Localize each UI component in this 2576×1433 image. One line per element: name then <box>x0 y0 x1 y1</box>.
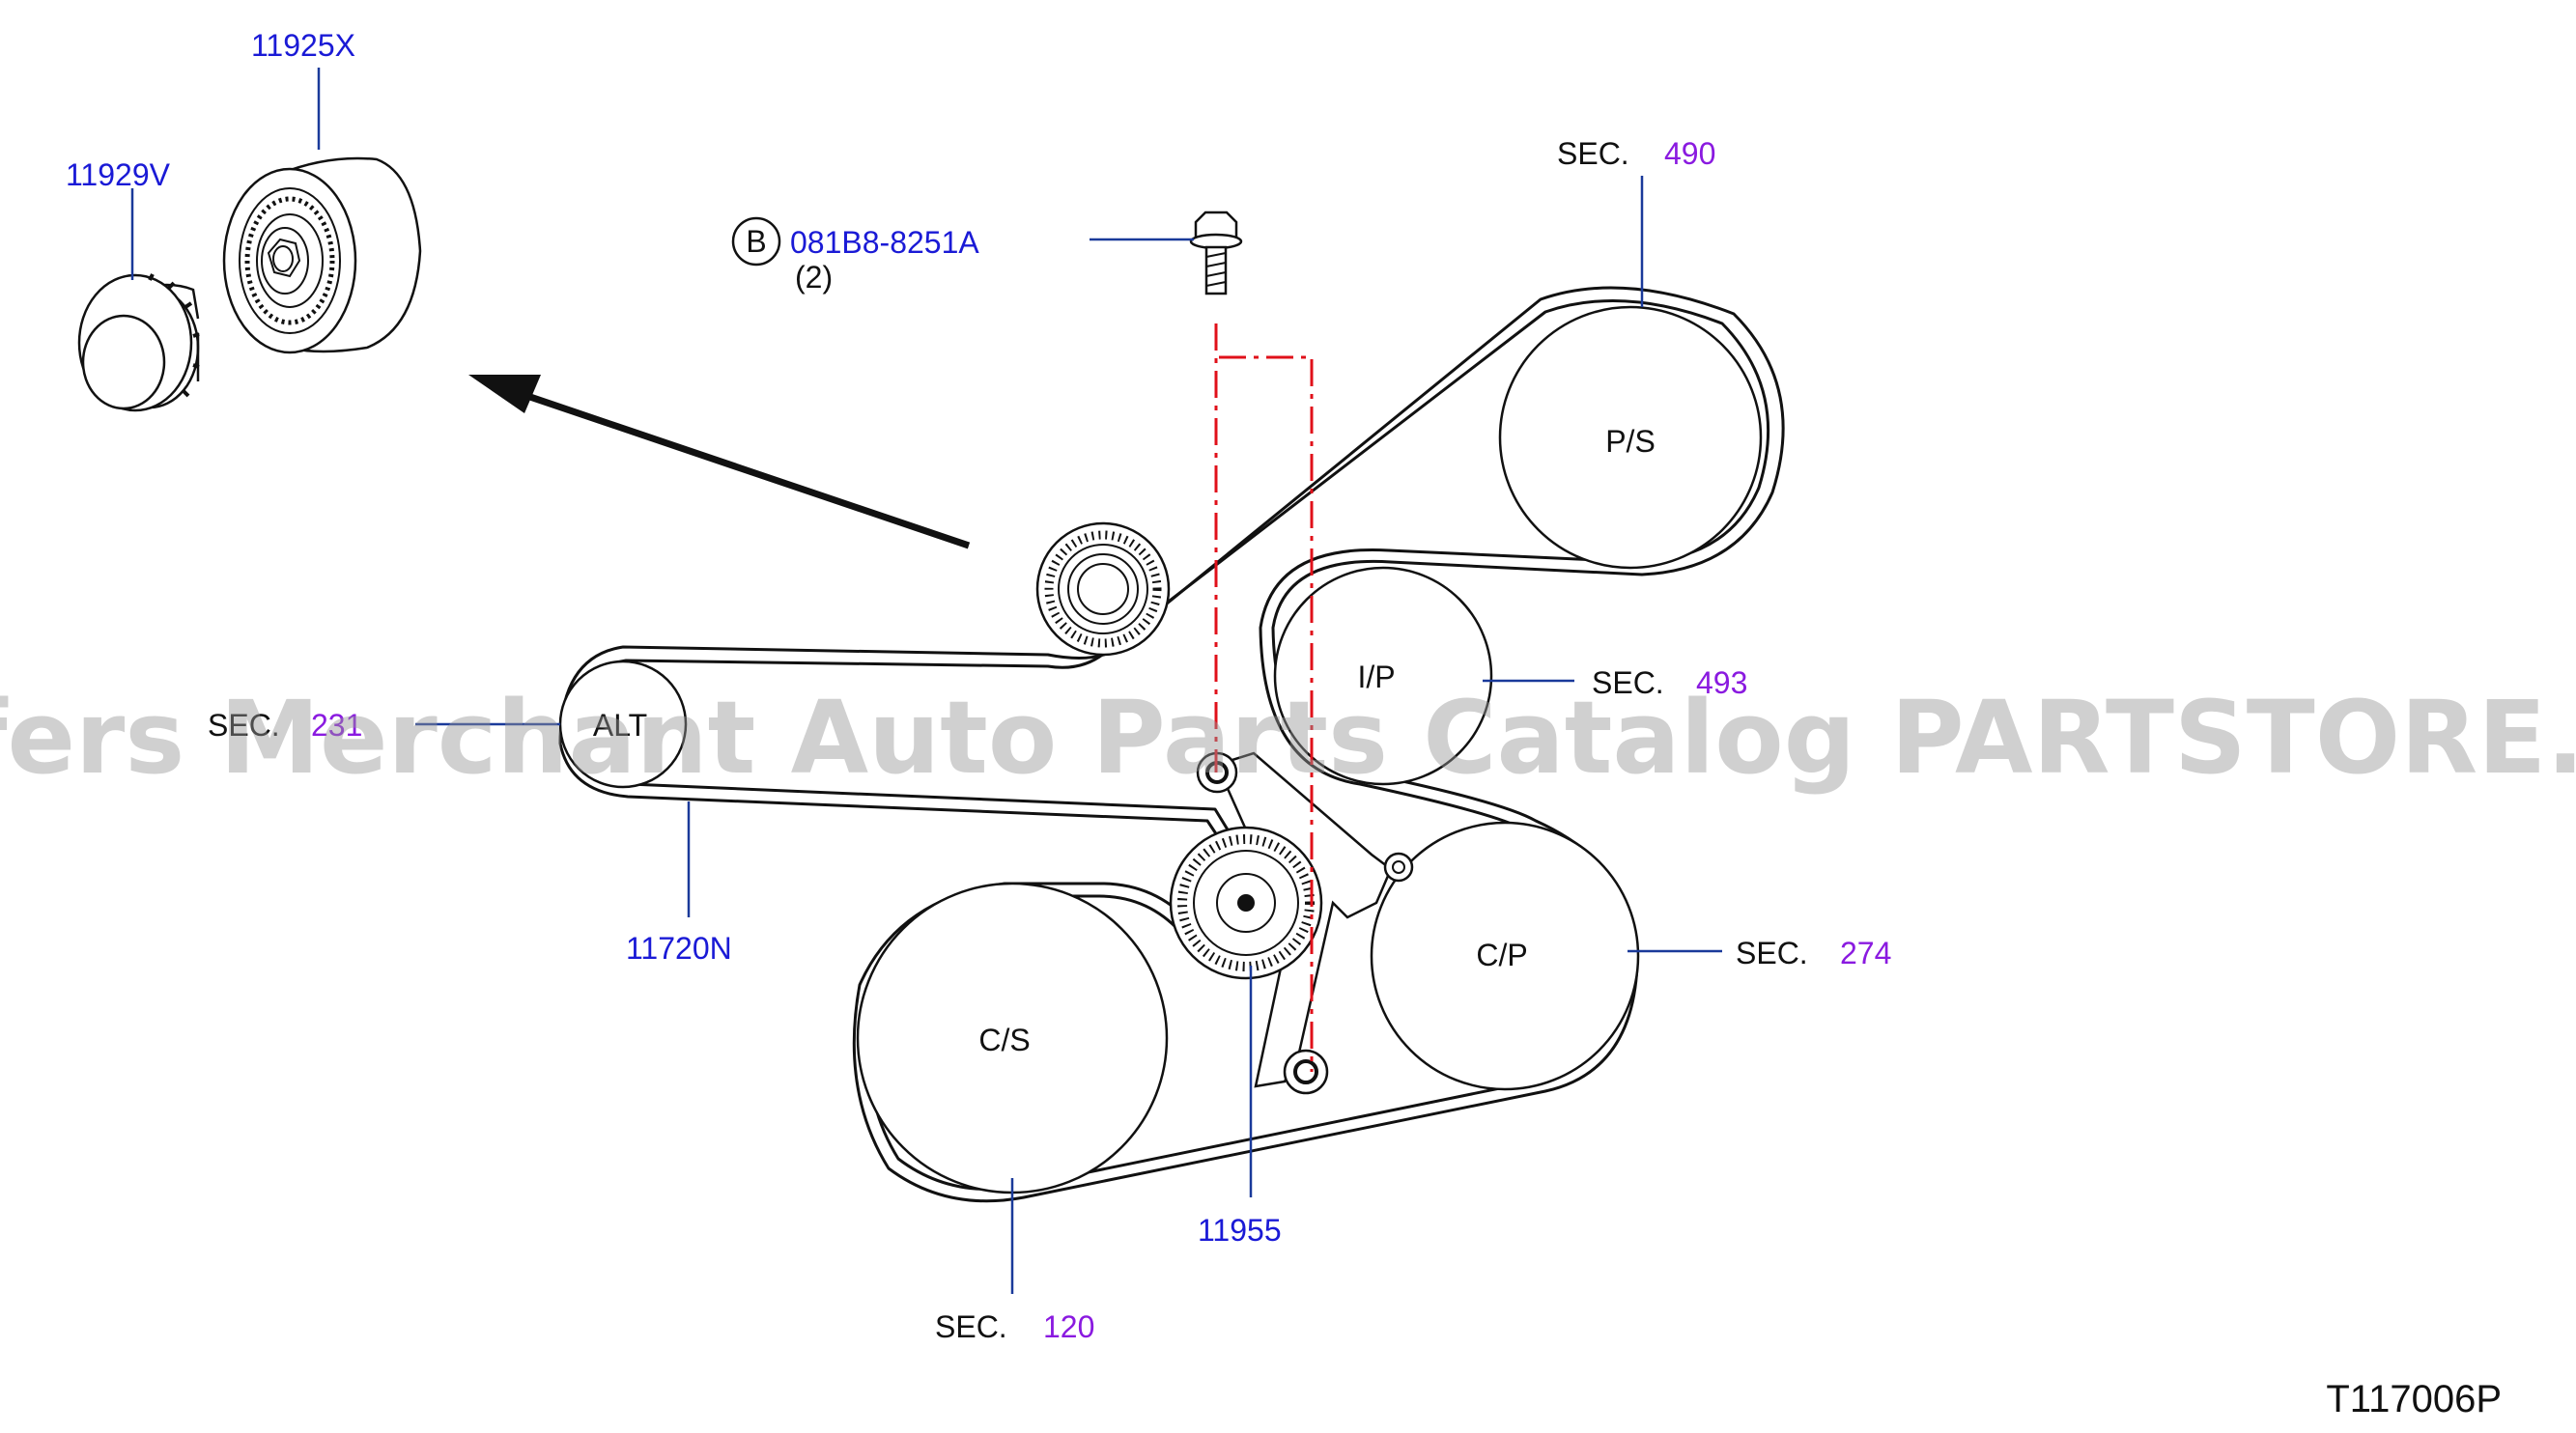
part-number-tensioner[interactable]: 11955 <box>1198 1213 1282 1248</box>
sec-number-cs[interactable]: 120 <box>1043 1309 1094 1344</box>
pulley-label-cp: C/P <box>1476 938 1527 972</box>
part-number-idler-pulley[interactable]: 11925X <box>251 28 355 63</box>
sec-number-ip[interactable]: 493 <box>1696 665 1747 700</box>
pulley-label-ps: P/S <box>1605 424 1656 459</box>
bolt-quantity: (2) <box>795 260 833 295</box>
part-number-belt[interactable]: 11720N <box>626 931 732 966</box>
explode-arrow <box>468 375 971 549</box>
part-number-bolt[interactable]: 081B8-8251A <box>790 225 979 260</box>
cover-part-illustration <box>77 273 200 412</box>
pulley-label-alt: ALT <box>593 708 647 743</box>
pulley-ip <box>1273 566 1493 786</box>
watermark: Offers Merchant Auto Parts Catalog PARTS… <box>0 679 2576 797</box>
tensioner-assembly <box>1169 751 1414 1095</box>
idler-pulley-part-illustration <box>222 156 422 354</box>
bolt-illustration <box>1189 211 1243 295</box>
sec-label-ps: SEC. <box>1557 136 1629 171</box>
sec-number-cp[interactable]: 274 <box>1840 936 1891 970</box>
sec-label-ip: SEC. <box>1592 665 1664 700</box>
bolt-center-lines <box>1214 323 1314 1072</box>
pulley-cp <box>1370 821 1640 1091</box>
bolt-callout-circle <box>731 216 781 267</box>
pulley-ps <box>1498 305 1763 570</box>
sec-label-cp: SEC. <box>1736 936 1808 970</box>
sec-number-ps[interactable]: 490 <box>1664 136 1715 171</box>
drawing-number: T117006P <box>2326 1378 2502 1420</box>
sec-label-cs: SEC. <box>935 1309 1007 1344</box>
pulley-label-cs: C/S <box>978 1023 1030 1057</box>
bolt-callout-letter: B <box>746 224 766 259</box>
idler-pulley-in-place <box>1035 521 1171 657</box>
sec-label-alt: SEC. <box>208 708 280 743</box>
pulley-label-ip: I/P <box>1357 660 1395 694</box>
part-number-cover[interactable]: 11929V <box>66 157 171 192</box>
sec-number-alt[interactable]: 231 <box>311 708 362 743</box>
